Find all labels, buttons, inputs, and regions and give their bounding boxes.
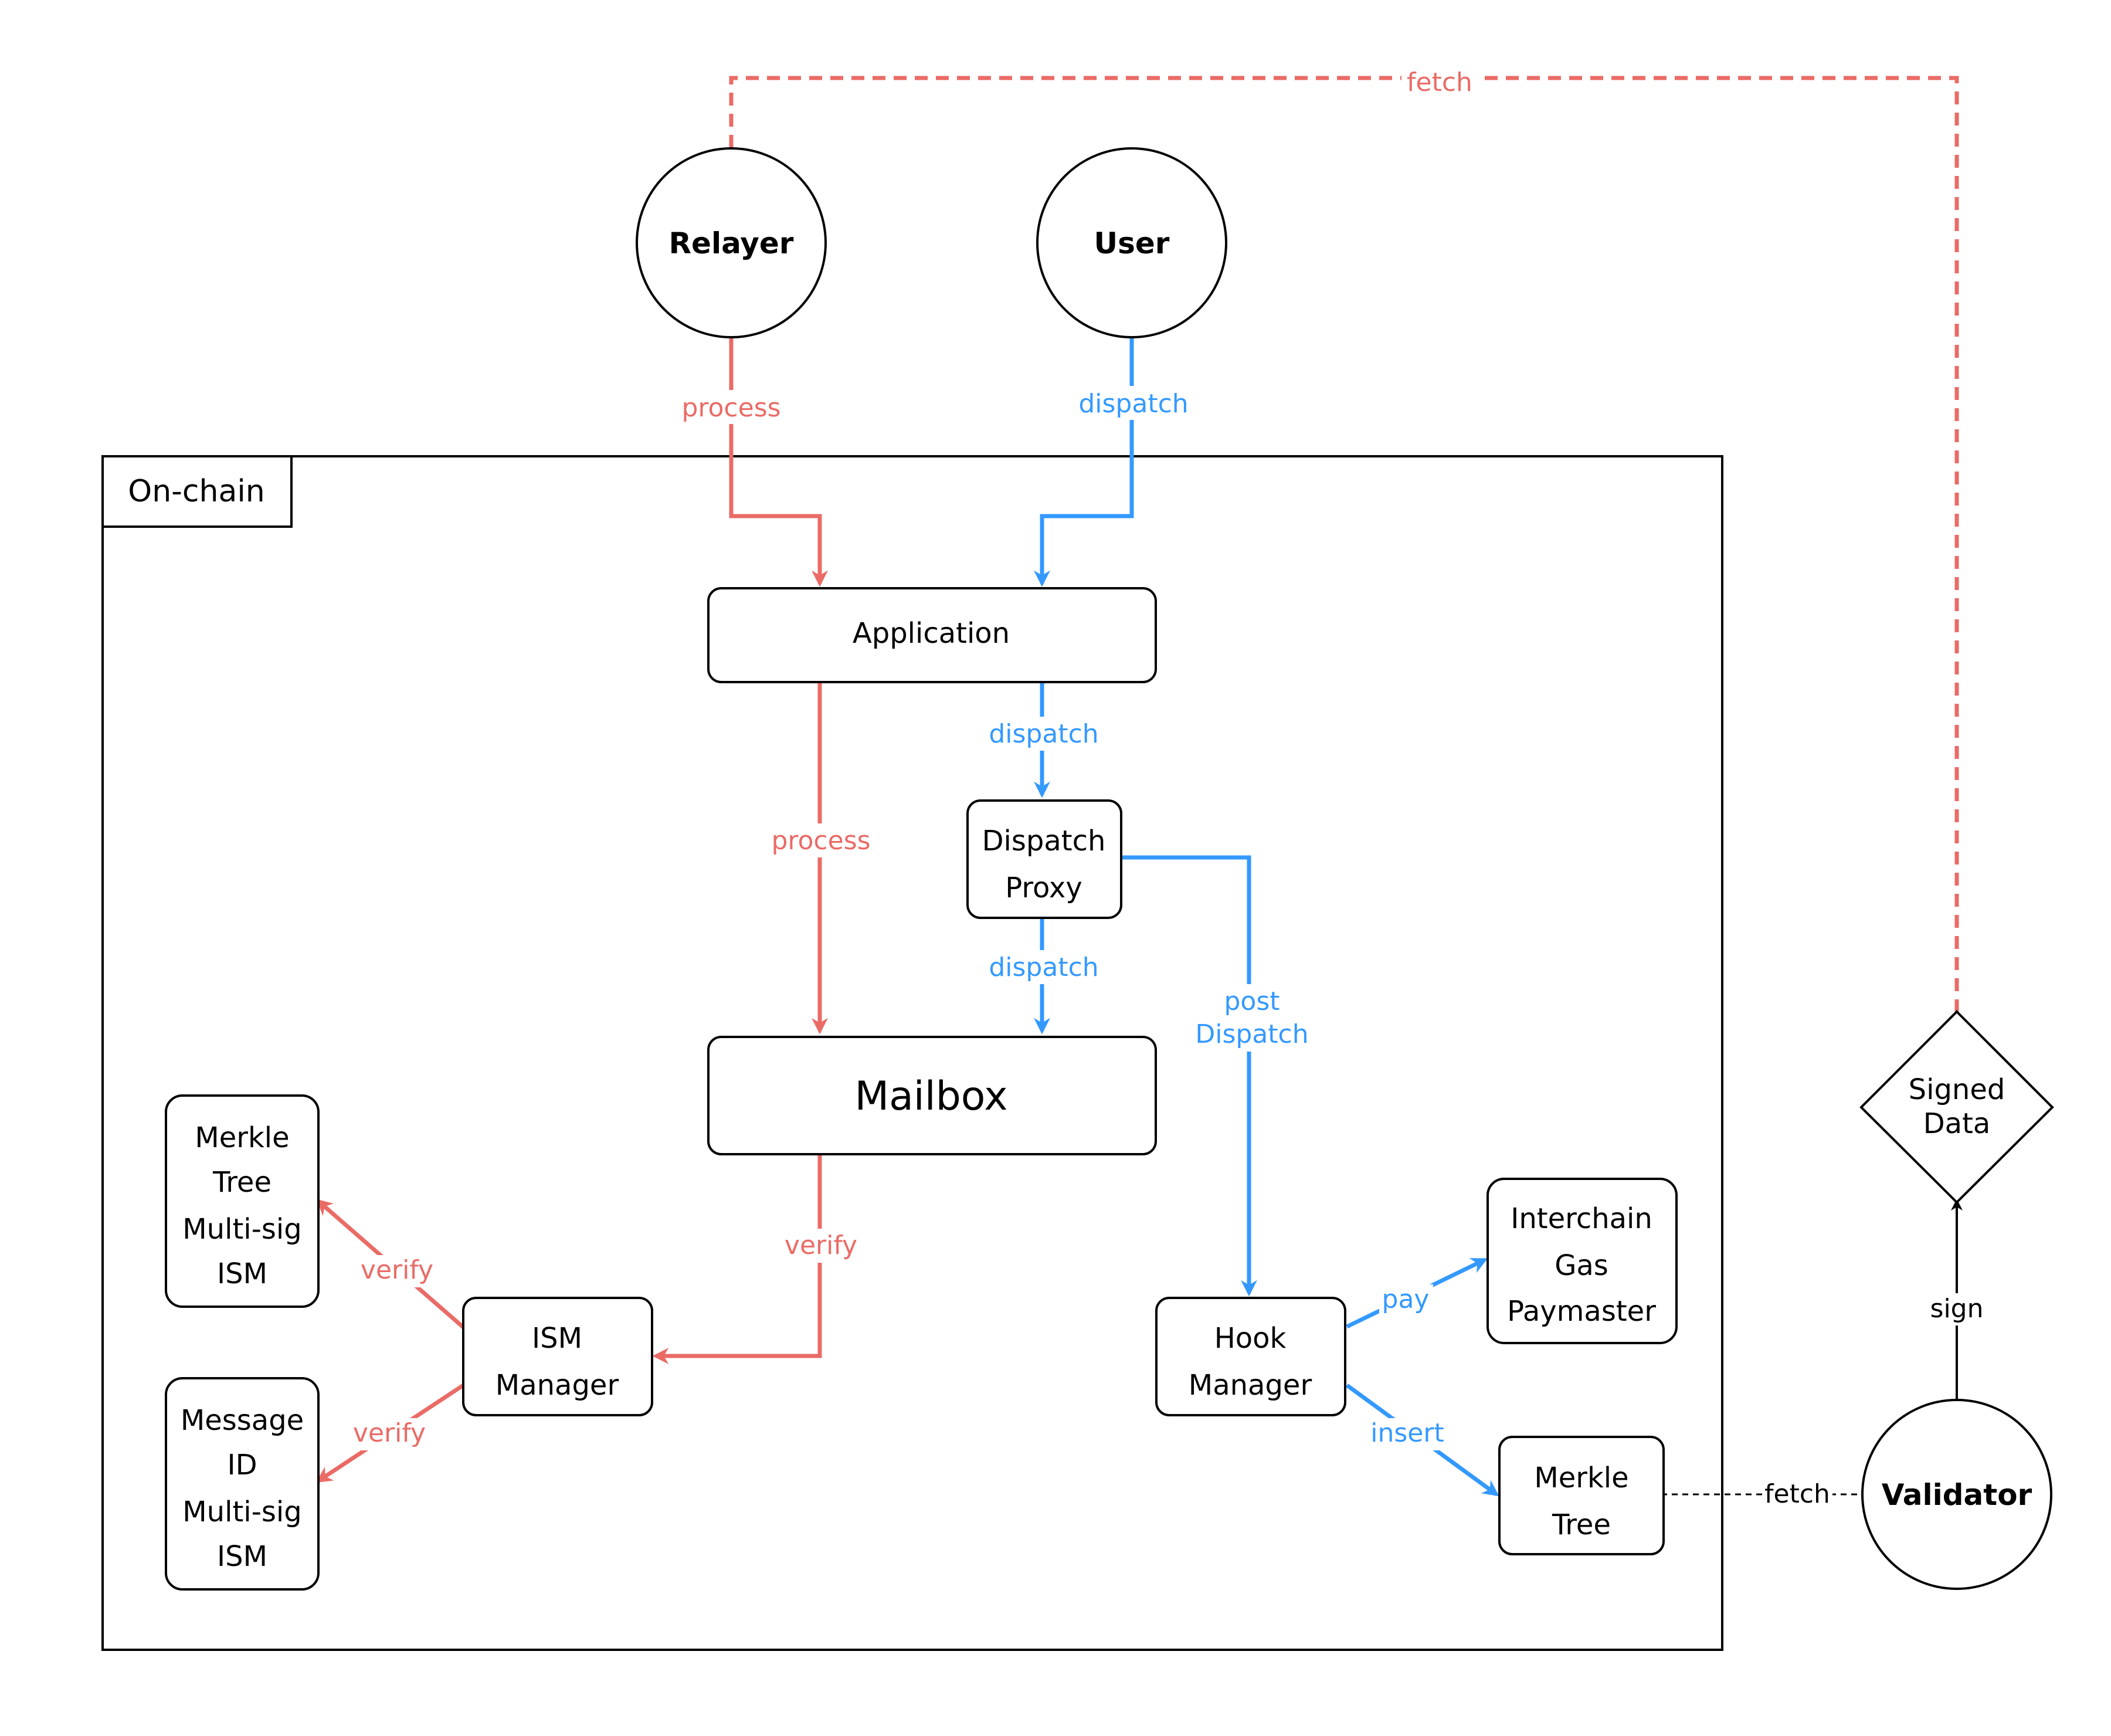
- edge-verify-message-ism: verify: [315, 1384, 464, 1483]
- merkle-tree-label-2: Tree: [1552, 1508, 1611, 1541]
- signed-data-label-1: Signed: [1909, 1073, 2005, 1106]
- igp-label-2: Gas: [1555, 1249, 1608, 1282]
- signed-data-label-2: Data: [1923, 1107, 1991, 1140]
- edge-label-relayer-fetch: fetch: [1407, 67, 1472, 97]
- edge-label-relayer-process: process: [681, 393, 780, 423]
- edge-user-dispatch: dispatch: [1034, 338, 1190, 587]
- edge-label-post-dispatch-1: post: [1224, 986, 1280, 1016]
- hook-manager-label-1: Hook: [1214, 1322, 1287, 1355]
- edge-sign: sign: [1926, 1199, 1987, 1399]
- on-chain-container: On-chain: [101, 455, 1723, 1651]
- dispatch-proxy-node[interactable]: Dispatch Proxy: [966, 799, 1122, 919]
- edge-label-proxy-dispatch: dispatch: [989, 952, 1098, 982]
- edge-validator-fetch: fetch: [1661, 1478, 1863, 1509]
- merkle-ism-label-2: Tree: [212, 1166, 271, 1199]
- merkle-tree-label-1: Merkle: [1534, 1462, 1628, 1494]
- on-chain-label: On-chain: [128, 474, 264, 509]
- edge-app-dispatch: dispatch: [985, 682, 1102, 798]
- dispatch-proxy-label-2: Proxy: [1005, 872, 1082, 904]
- edge-proxy-dispatch: dispatch: [985, 918, 1102, 1035]
- edge-label-verify-message-ism: verify: [353, 1418, 426, 1448]
- edge-post-dispatch: post Dispatch: [1122, 855, 1311, 1297]
- application-label: Application: [853, 617, 1010, 650]
- user-label: User: [1094, 226, 1170, 260]
- edge-app-process: process: [762, 682, 880, 1035]
- relayer-label: Relayer: [669, 226, 794, 260]
- edge-insert: insert: [1345, 1384, 1499, 1497]
- hook-manager-node[interactable]: Hook Manager: [1155, 1297, 1346, 1416]
- application-node[interactable]: Application: [707, 587, 1157, 683]
- edge-label-user-dispatch: dispatch: [1078, 389, 1188, 419]
- edge-pay: pay: [1346, 1257, 1488, 1329]
- edge-label-app-process: process: [771, 826, 870, 856]
- edge-verify-merkle-ism: verify: [315, 1199, 465, 1329]
- message-ism-label-1: Message: [181, 1404, 304, 1437]
- validator-label: Validator: [1882, 1478, 2032, 1512]
- message-ism-label-3: Multi-sig: [182, 1496, 301, 1528]
- mailbox-label: Mailbox: [854, 1073, 1007, 1120]
- edge-label-validator-fetch: fetch: [1764, 1479, 1830, 1509]
- edge-relayer-fetch: fetch: [729, 63, 1959, 1012]
- edge-label-mailbox-verify: verify: [785, 1230, 857, 1260]
- merkle-ism-label-3: Multi-sig: [182, 1213, 301, 1246]
- merkle-tree-multisig-ism-node[interactable]: Merkle Tree Multi-sig ISM: [165, 1094, 320, 1308]
- edge-relayer-process: process: [674, 338, 828, 587]
- relayer-node[interactable]: Relayer: [636, 147, 827, 338]
- user-node[interactable]: User: [1036, 147, 1227, 338]
- signed-data-node[interactable]: Signed Data: [1859, 1010, 2054, 1204]
- mailbox-node[interactable]: Mailbox: [707, 1036, 1157, 1155]
- dispatch-proxy-label-1: Dispatch: [982, 825, 1106, 857]
- ism-manager-node[interactable]: ISM Manager: [462, 1297, 653, 1416]
- edge-mailbox-verify: verify: [652, 1154, 868, 1364]
- ism-manager-label-1: ISM: [532, 1322, 582, 1355]
- edge-label-post-dispatch-2: Dispatch: [1195, 1019, 1308, 1049]
- merkle-ism-label-1: Merkle: [195, 1121, 289, 1154]
- ism-manager-label-2: Manager: [495, 1369, 619, 1402]
- message-ism-label-4: ISM: [217, 1540, 267, 1573]
- edge-label-insert: insert: [1370, 1418, 1444, 1448]
- merkle-ism-label-4: ISM: [217, 1257, 267, 1290]
- message-id-multisig-ism-node[interactable]: Message ID Multi-sig ISM: [165, 1377, 320, 1591]
- merkle-tree-node[interactable]: Merkle Tree: [1498, 1436, 1665, 1555]
- hook-manager-label-2: Manager: [1189, 1369, 1312, 1402]
- edge-label-verify-merkle-ism: verify: [361, 1255, 433, 1285]
- message-ism-label-2: ID: [227, 1449, 257, 1481]
- validator-node[interactable]: Validator: [1861, 1399, 2052, 1590]
- interchain-gas-paymaster-node[interactable]: Interchain Gas Paymaster: [1486, 1178, 1678, 1344]
- edge-label-pay: pay: [1382, 1284, 1430, 1314]
- igp-label-1: Interchain: [1511, 1202, 1652, 1235]
- edge-label-sign: sign: [1930, 1294, 1984, 1324]
- edge-label-app-dispatch: dispatch: [989, 719, 1098, 749]
- igp-label-3: Paymaster: [1507, 1295, 1656, 1328]
